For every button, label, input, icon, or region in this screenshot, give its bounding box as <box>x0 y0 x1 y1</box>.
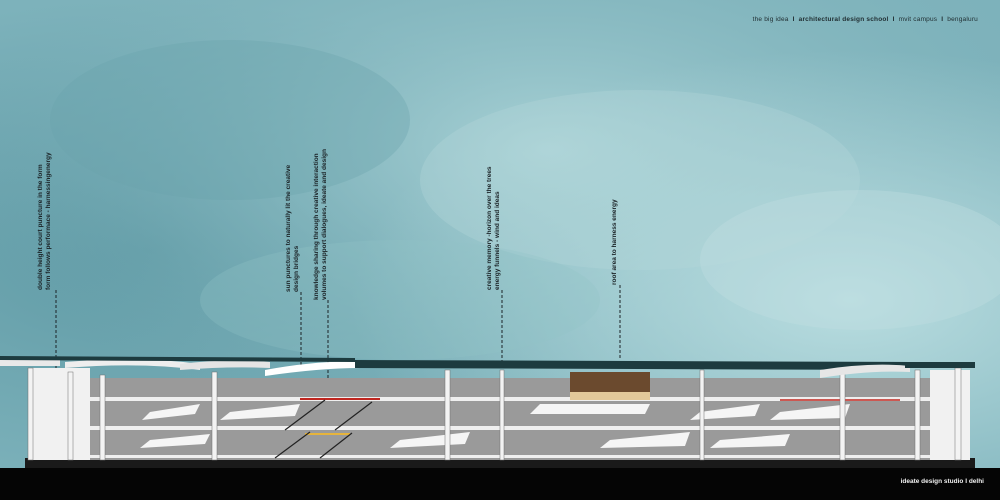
column <box>914 369 921 461</box>
light-patch <box>530 404 650 414</box>
stair <box>319 432 353 459</box>
footer-bar <box>0 468 1000 500</box>
header-part-2: architectural design school <box>798 16 889 23</box>
footer-credit: ideate design studio I delhi <box>900 478 984 485</box>
light-patch <box>600 432 690 448</box>
wall-mass-right <box>930 370 970 460</box>
roof-canopy <box>820 364 910 378</box>
annotation-double-height-court: double height court puncture in the form… <box>37 152 53 290</box>
floor-slab-middle <box>90 426 930 430</box>
annotation-line: roof area to harness energy <box>611 199 618 285</box>
stair <box>274 431 311 459</box>
column <box>67 371 74 461</box>
annotation-line: energy funnels - wind and ideas <box>494 191 501 290</box>
column <box>499 369 505 461</box>
annotation-line: creative memory -horizon over the trees <box>486 166 493 290</box>
light-patch <box>220 404 300 420</box>
roof-slab-right <box>905 362 975 368</box>
header-separator: I <box>892 16 895 23</box>
wall-mass-left <box>30 368 90 460</box>
roof-canopy <box>0 360 60 366</box>
ground-plinth <box>25 458 975 468</box>
annotation-sun-punctures: sun punctures to naturally lit the creat… <box>285 165 301 292</box>
column <box>27 367 34 461</box>
stair <box>334 401 373 431</box>
roof-slab <box>355 360 910 370</box>
annotation-line: double height court puncture in the form <box>37 164 44 290</box>
column <box>99 374 106 461</box>
timber-volume-base <box>570 392 650 400</box>
light-patch <box>140 434 210 448</box>
light-patch <box>690 404 760 420</box>
annotation-knowledge-sharing: knowledge sharing through creative inter… <box>313 149 329 300</box>
annotation-line: knowledge sharing through creative inter… <box>313 153 320 300</box>
column <box>699 369 705 461</box>
header-separator: I <box>792 16 795 23</box>
annotation-line: design bridges <box>293 245 300 292</box>
light-patch <box>710 434 790 448</box>
annotation-creative-memory: creative memory -horizon over the trees … <box>486 166 502 290</box>
roof-canopy <box>180 360 270 370</box>
annotation-line: volumes to support dialogues, ideate and… <box>321 149 328 300</box>
column <box>211 371 218 461</box>
annotation-line: sun punctures to naturally lit the creat… <box>285 164 292 292</box>
column <box>954 367 962 461</box>
floor-slab-lower <box>90 455 930 458</box>
light-patch <box>770 404 850 420</box>
header-part-1: the big idea <box>752 16 789 23</box>
roof-slab-left <box>0 356 355 362</box>
roof-canopy <box>265 361 360 376</box>
annotation-roof-energy: roof area to harness energy <box>611 199 619 285</box>
column <box>839 371 846 461</box>
light-patch <box>142 404 200 420</box>
annotation-line: form follows performace - harnessingener… <box>45 152 52 290</box>
stair <box>284 399 326 431</box>
header-part-3: mvit campus <box>898 16 938 23</box>
roof-canopy <box>65 359 200 370</box>
header-part-4: bengaluru <box>947 16 978 23</box>
header-separator: I <box>941 16 944 23</box>
floor-slab-upper <box>90 397 930 401</box>
column <box>444 369 451 461</box>
